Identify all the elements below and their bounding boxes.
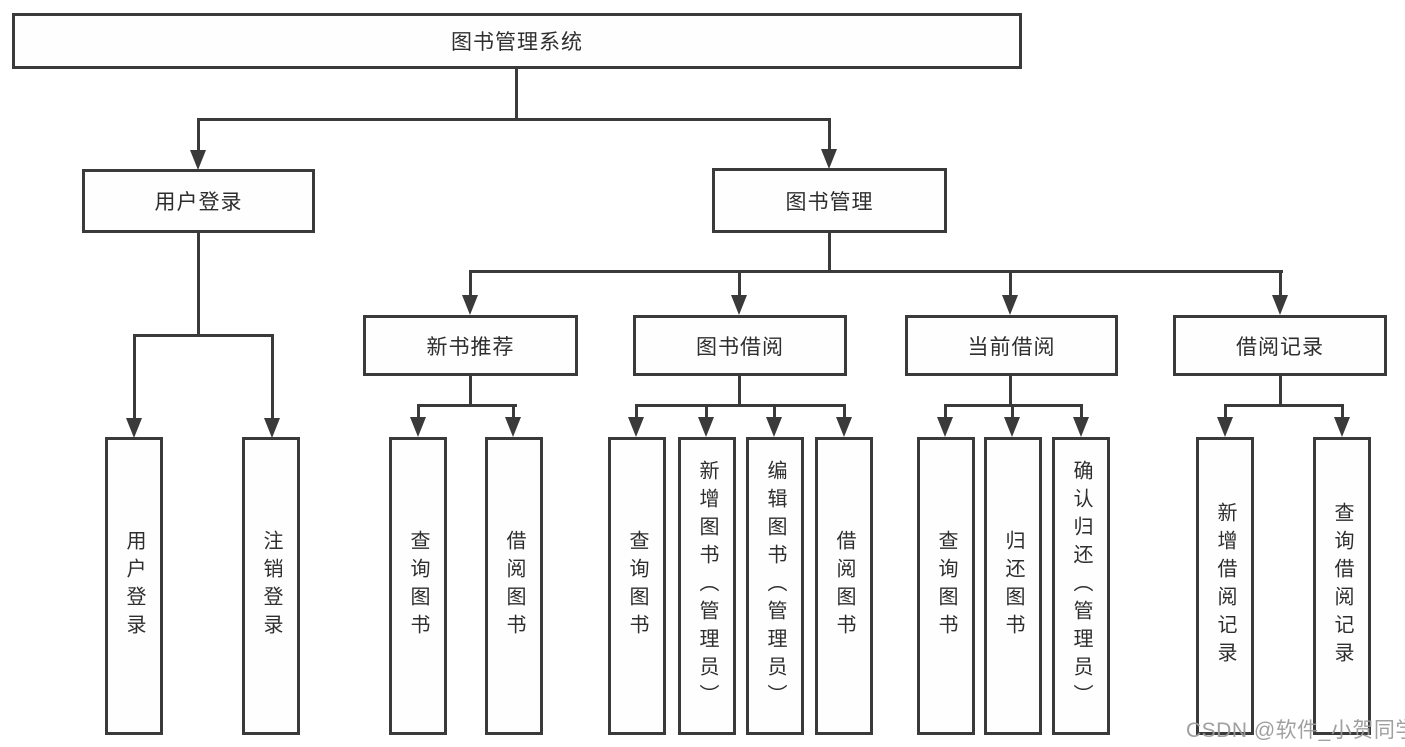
- node-label: 归还图书: [1002, 530, 1024, 642]
- node-label: 借阅图书: [833, 530, 855, 642]
- arrowhead-down-icon: [190, 150, 206, 170]
- node-label: 借阅图书: [503, 530, 525, 642]
- node-label: 编辑图书（管理员）: [764, 460, 786, 712]
- node-label: 查询图书: [407, 530, 429, 642]
- node-label: 查询图书: [935, 530, 957, 642]
- connector-line: [828, 233, 831, 273]
- node-leaf-user-login: 用户登录: [105, 437, 163, 735]
- node-leaf-add-borrow-record: 新增借阅记录: [1196, 437, 1254, 735]
- connector-line: [1279, 270, 1282, 297]
- connector-line: [1341, 404, 1344, 418]
- connector-line: [417, 404, 517, 407]
- arrowhead-down-icon: [698, 417, 714, 437]
- node-label: 新书推荐: [426, 335, 515, 359]
- connector-line: [1224, 404, 1344, 407]
- node-label: 用户登录: [123, 530, 145, 642]
- arrowhead-down-icon: [264, 418, 280, 438]
- node-book-management: 图书管理: [712, 168, 947, 233]
- node-user-login: 用户登录: [82, 169, 315, 233]
- csdn-watermark: CSDN @软件_小贺同学: [1186, 719, 1405, 742]
- connector-line: [944, 404, 947, 418]
- node-label: 图书借阅: [696, 335, 784, 359]
- arrowhead-down-icon: [505, 417, 521, 437]
- arrowhead-down-icon: [462, 295, 478, 315]
- connector-line: [1279, 376, 1282, 407]
- connector-line: [469, 270, 1283, 273]
- node-leaf-query-borrow-record: 查询借阅记录: [1313, 437, 1371, 735]
- connector-line: [738, 270, 741, 297]
- node-label: 注销登录: [260, 530, 282, 642]
- connector-line: [515, 68, 518, 120]
- arrowhead-down-icon: [937, 417, 953, 437]
- connector-line: [197, 233, 200, 337]
- connector-line: [1011, 404, 1014, 418]
- arrowhead-down-icon: [1002, 295, 1018, 315]
- node-leaf-return-books: 归还图书: [984, 437, 1042, 735]
- node-borrowing-records: 借阅记录: [1173, 315, 1387, 376]
- connector-line: [417, 404, 420, 418]
- arrowhead-down-icon: [410, 417, 426, 437]
- connector-line: [271, 334, 274, 420]
- connector-line: [773, 404, 776, 418]
- connector-line: [469, 270, 472, 297]
- node-label: 新增图书（管理员）: [696, 460, 718, 712]
- connector-line: [197, 118, 831, 121]
- node-leaf-borrow-books: 借阅图书: [815, 437, 873, 735]
- node-leaf-add-books-admin: 新增图书（管理员）: [678, 437, 736, 735]
- node-leaf-query-books-current: 查询图书: [917, 437, 975, 735]
- node-label: 查询图书: [626, 530, 648, 642]
- connector-line: [843, 404, 846, 418]
- node-label: 图书管理: [785, 190, 874, 214]
- arrowhead-down-icon: [766, 417, 782, 437]
- connector-line: [469, 376, 472, 407]
- node-leaf-query-books-recommend: 查询图书: [389, 437, 447, 735]
- connector-line: [738, 376, 741, 407]
- connector-line: [133, 334, 136, 420]
- node-label: 当前借阅: [967, 335, 1056, 359]
- node-leaf-logout: 注销登录: [242, 437, 300, 735]
- connector-line: [828, 118, 831, 150]
- node-leaf-confirm-return-admin: 确认归还（管理员）: [1052, 437, 1110, 735]
- node-leaf-edit-books-admin: 编辑图书（管理员）: [746, 437, 804, 735]
- arrowhead-down-icon: [126, 418, 142, 438]
- node-book-borrowing: 图书借阅: [633, 315, 847, 376]
- connector-line: [197, 118, 200, 151]
- arrowhead-down-icon: [821, 149, 837, 169]
- arrowhead-down-icon: [628, 417, 644, 437]
- arrowhead-down-icon: [1217, 417, 1233, 437]
- node-current-borrowing: 当前借阅: [905, 315, 1118, 376]
- node-leaf-borrow-books-recommend: 借阅图书: [485, 437, 543, 735]
- node-leaf-query-books-borrowing: 查询图书: [608, 437, 666, 735]
- node-root-system: 图书管理系统: [12, 13, 1022, 69]
- node-label: 借阅记录: [1236, 335, 1324, 359]
- connector-line: [635, 404, 846, 407]
- connector-line: [1009, 270, 1012, 297]
- node-new-book-recommend: 新书推荐: [363, 315, 578, 376]
- arrowhead-down-icon: [1004, 417, 1020, 437]
- connector-line: [635, 404, 638, 418]
- arrowhead-down-icon: [1272, 295, 1288, 315]
- connector-line: [1224, 404, 1227, 418]
- arrowhead-down-icon: [1334, 417, 1350, 437]
- connector-line: [512, 404, 515, 418]
- node-label: 确认归还（管理员）: [1070, 460, 1092, 712]
- arrowhead-down-icon: [1073, 417, 1089, 437]
- node-label: 图书管理系统: [451, 31, 583, 54]
- connector-line: [1009, 376, 1012, 407]
- connector-line: [133, 334, 274, 337]
- node-label: 查询借阅记录: [1331, 502, 1353, 670]
- arrowhead-down-icon: [836, 417, 852, 437]
- arrowhead-down-icon: [731, 295, 747, 315]
- node-label: 新增借阅记录: [1214, 502, 1236, 670]
- connector-line: [705, 404, 708, 418]
- connector-line: [1080, 404, 1083, 418]
- node-label: 用户登录: [154, 191, 243, 214]
